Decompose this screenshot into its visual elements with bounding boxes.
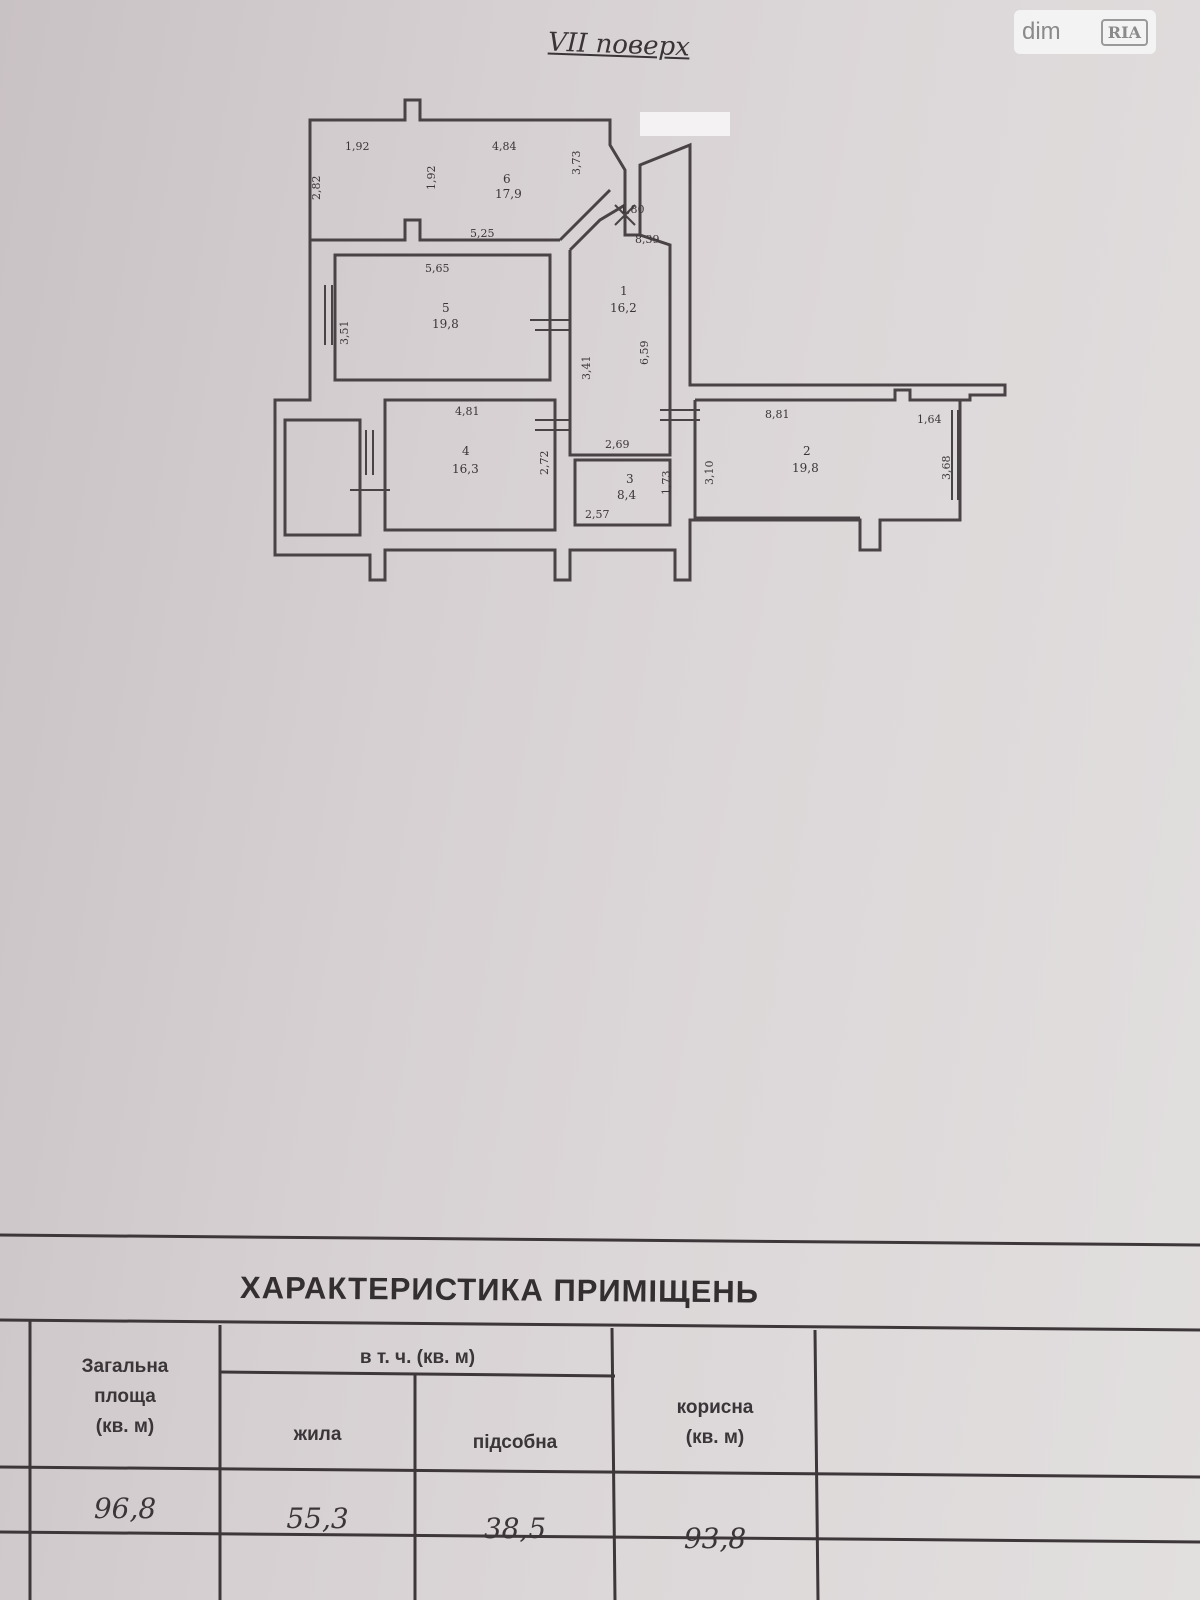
dimria-watermark: dim RIA (1014, 10, 1156, 54)
table-title: ХАРАКТЕРИСТИКА ПРИМІЩЕНЬ (239, 1270, 760, 1310)
dim-20: 3,10 (703, 461, 716, 486)
redaction-patch (640, 112, 730, 136)
watermark-brand: dim (1022, 18, 1061, 45)
dim-11: 3,41 (580, 356, 593, 381)
dim-13: 4,81 (455, 405, 480, 418)
header-living: жила (293, 1424, 342, 1445)
value-living-area: 55,3 (286, 1502, 349, 1535)
header-total-line2: площа (94, 1386, 156, 1407)
dim-5: 3,73 (570, 151, 583, 176)
dim-4: 1,92 (425, 166, 438, 191)
characteristics-table-grid (0, 1233, 1200, 1600)
floor-plan: 1,92 4,84 2,82 1,92 3,73 1,80 5,25 5,65 … (273, 98, 1007, 582)
header-useful-line1: корисна (676, 1397, 754, 1418)
dim-2: 4,84 (492, 140, 517, 153)
header-total-line3: (кв. м) (95, 1416, 155, 1437)
value-auxiliary-area: 38,5 (483, 1512, 547, 1545)
dim-21: 3,68 (940, 456, 953, 481)
dim-12: 6,59 (638, 341, 651, 366)
header-useful-area: корисна (кв. м) (620, 1393, 810, 1453)
room-3-number: 3 (626, 472, 634, 486)
room-1-number: 1 (620, 284, 628, 298)
dim-10: 8,39 (635, 233, 660, 246)
header-total-area: Загальна площа (кв. м) (40, 1352, 210, 1442)
dim-19: 1,64 (917, 413, 942, 426)
room-4-area: 16,3 (452, 462, 479, 476)
header-including: в т. ч. (кв. м) (359, 1347, 476, 1368)
room-6-number: 6 (503, 172, 511, 186)
dim-7: 5,25 (470, 227, 495, 240)
header-auxiliary: підсобна (472, 1432, 558, 1453)
dim-17: 2,57 (585, 508, 610, 521)
watermark-badge: RIA (1100, 18, 1148, 46)
room-4-number: 4 (462, 444, 470, 458)
room-5-number: 5 (442, 301, 450, 315)
dim-14: 2,72 (538, 451, 551, 476)
header-useful-line2: (кв. м) (685, 1427, 745, 1448)
room-6-area: 17,9 (495, 187, 522, 201)
room-3-area: 8,4 (617, 488, 636, 502)
value-useful-area: 93,8 (683, 1522, 747, 1555)
floor-label: VII поверх (547, 27, 691, 63)
header-total-line1: Загальна (81, 1356, 169, 1377)
room-2-area: 19,8 (792, 461, 819, 475)
room-2-number: 2 (803, 444, 811, 458)
value-total-area: 96,8 (93, 1492, 157, 1525)
dim-1: 1,92 (345, 140, 370, 153)
dim-18: 8,81 (765, 408, 790, 421)
room-5-area: 19,8 (432, 317, 459, 331)
room-1-area: 16,2 (610, 301, 637, 315)
dim-16: 1,73 (660, 471, 673, 496)
dim-15: 2,69 (605, 438, 630, 451)
dim-9: 3,51 (338, 321, 351, 346)
dim-6: 1,80 (620, 203, 645, 216)
dim-8: 5,65 (425, 262, 450, 275)
dim-3: 2,82 (310, 176, 323, 201)
